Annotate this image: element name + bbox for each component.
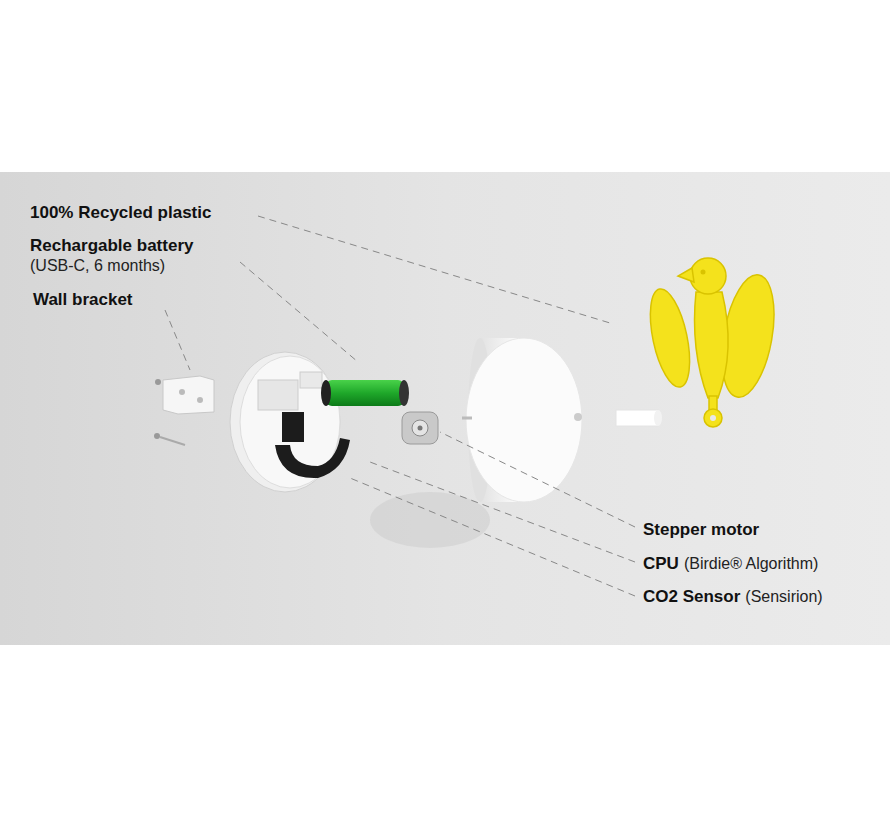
shaft xyxy=(616,410,662,426)
callout-label: Rechargable battery xyxy=(30,236,193,256)
callout-label: CPU xyxy=(643,554,679,574)
callout-label: 100% Recycled plastic xyxy=(30,203,211,223)
base-disc xyxy=(230,352,350,492)
bird-eye xyxy=(701,270,706,275)
callout-label: Stepper motor xyxy=(643,520,759,540)
wall-bracket xyxy=(154,376,214,445)
stepper-motor xyxy=(402,412,438,444)
housing xyxy=(462,338,582,502)
callout-label: Wall bracket xyxy=(33,290,133,310)
backdrop-band xyxy=(0,172,890,645)
ring-hole xyxy=(710,415,716,421)
callout-label: (Sensirion) xyxy=(745,588,822,606)
callout-label: CO2 Sensor xyxy=(643,587,740,607)
callout-label: (Birdie® Algorithm) xyxy=(684,555,819,573)
bird-figure xyxy=(643,258,782,427)
callout-label: (USB-C, 6 months) xyxy=(30,257,165,275)
leader-lines xyxy=(165,216,635,596)
battery xyxy=(321,380,409,406)
